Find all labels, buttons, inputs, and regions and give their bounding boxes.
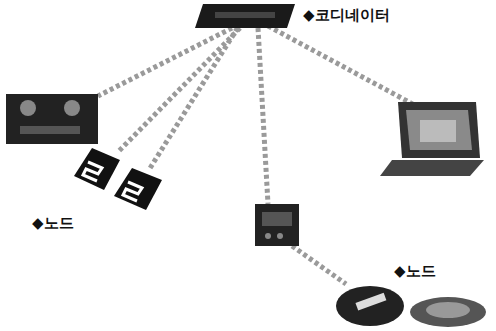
device-picture [330,284,490,329]
card-node-device: ◆노드 [112,168,162,210]
node-label: ◆코디네이터 [301,6,392,24]
key-node-device: ◆노드 [330,284,490,329]
node-label: ◆노드 [30,214,76,232]
stereo-device [6,94,98,144]
panel-device [255,204,299,246]
laptop-device [380,102,484,176]
wireless-link [150,28,237,168]
device-picture [195,4,295,28]
node-label: ◆노드 [392,262,438,280]
device-picture [112,168,162,210]
coordinator-device: ◆코디네이터 [195,4,295,28]
card-device [74,148,120,190]
